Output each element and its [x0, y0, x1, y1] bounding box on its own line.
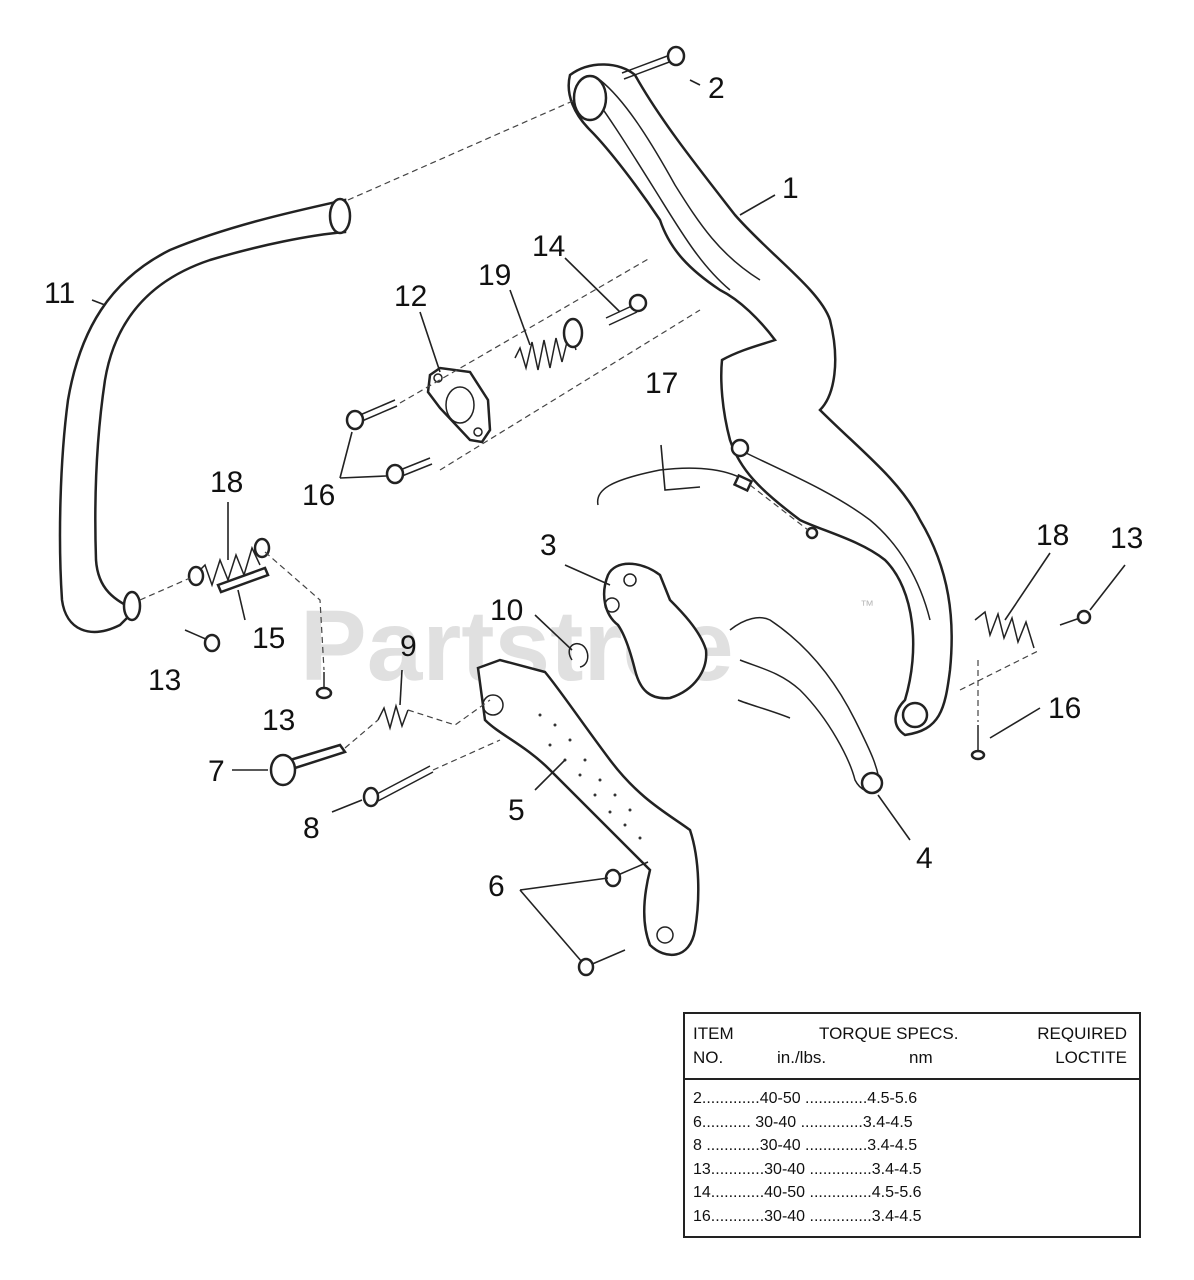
torque-row-14: 14............40-50 ..............4.5-5.… — [693, 1184, 922, 1201]
callout-16-right: 16 — [1048, 692, 1081, 725]
header-no: NO. — [693, 1048, 724, 1067]
torque-row-2: 2.............40-50 ..............4.5-5.… — [693, 1090, 918, 1107]
handle-housing-part-1 — [567, 63, 953, 737]
header-item: ITEM — [693, 1024, 734, 1043]
header-required: REQUIRED — [1037, 1024, 1127, 1043]
torque-table-header: ITEM NO. TORQUE SPECS. in./lbs. nm REQUI… — [685, 1014, 1139, 1080]
trademark-mark: ™ — [860, 597, 874, 613]
callout-1: 1 — [782, 172, 799, 205]
spring-part-19 — [514, 317, 584, 371]
spring-part-18-right — [974, 610, 1035, 649]
callout-11: 11 — [44, 277, 75, 310]
screw-part-16-upper — [345, 399, 398, 431]
header-loctite: LOCTITE — [1055, 1048, 1127, 1067]
torque-spec-table: ITEM NO. TORQUE SPECS. in./lbs. nm REQUI… — [683, 1012, 1141, 1238]
pivot-pin-part-7 — [269, 743, 348, 787]
callout-13-middle: 13 — [262, 704, 295, 737]
brake-band-part-4 — [729, 617, 884, 795]
callout-10: 10 — [490, 594, 523, 627]
torque-row-16: 16............30-40 ..............3.4-4.… — [693, 1207, 922, 1225]
spring-part-9 — [377, 703, 409, 731]
callout-3: 3 — [540, 529, 557, 562]
parts-diagram: Partstree ™ — [44, 45, 1143, 977]
header-in-lbs: in./lbs. — [777, 1048, 827, 1067]
clip-part-10 — [568, 643, 589, 668]
plate-part-12 — [426, 366, 492, 444]
callout-8: 8 — [303, 812, 320, 845]
callout-7: 7 — [208, 755, 225, 788]
callout-labels: 2 1 11 12 19 14 16 17 18 15 13 13 3 10 9… — [44, 72, 1143, 903]
screw-part-6-upper — [604, 861, 649, 888]
brake-lever-part-3 — [602, 562, 708, 700]
bolt-part-8 — [362, 765, 434, 808]
callout-4: 4 — [916, 842, 933, 875]
callout-6: 6 — [488, 870, 505, 903]
torque-row-13: 13............30-40 ..............3.4-4.… — [693, 1160, 922, 1178]
screw-part-14 — [605, 293, 648, 326]
callout-13-right: 13 — [1110, 522, 1143, 555]
screw-part-2 — [621, 45, 686, 80]
hand-guard-part-5 — [476, 658, 700, 957]
screw-part-13-right — [1059, 609, 1092, 626]
torque-table-rows: 2.............40-50 ..............4.5-5.… — [693, 1090, 1131, 1231]
callout-17: 17 — [645, 367, 678, 400]
front-handle-part-11 — [58, 197, 352, 634]
callout-13-left: 13 — [148, 664, 181, 697]
screw-part-13-middle — [315, 672, 333, 700]
wire-part-17 — [596, 467, 754, 506]
torque-row-8: 8 ............30-40 ..............3.4-4.… — [693, 1137, 918, 1154]
callout-12: 12 — [394, 280, 427, 313]
callout-9: 9 — [400, 630, 417, 663]
screw-part-16-right — [970, 725, 986, 761]
callout-16-left: 16 — [302, 479, 335, 512]
screw-part-6-lower — [577, 949, 626, 977]
callout-18-left: 18 — [210, 466, 243, 499]
screw-part-16-lower — [385, 457, 433, 485]
callout-15: 15 — [252, 622, 285, 655]
leader-lines — [91, 79, 1126, 963]
callout-5: 5 — [508, 794, 525, 827]
header-torque-specs: TORQUE SPECS. — [819, 1024, 959, 1043]
callout-14: 14 — [532, 230, 565, 263]
screw-part-13-left — [184, 629, 221, 653]
spring-assembly-part-18-left — [187, 537, 271, 594]
callout-2: 2 — [708, 72, 725, 105]
header-nm: nm — [909, 1048, 933, 1067]
callout-19: 19 — [478, 259, 511, 292]
torque-row-6: 6........... 30-40 ..............3.4-4.5 — [693, 1113, 913, 1131]
callout-18-right: 18 — [1036, 519, 1069, 552]
